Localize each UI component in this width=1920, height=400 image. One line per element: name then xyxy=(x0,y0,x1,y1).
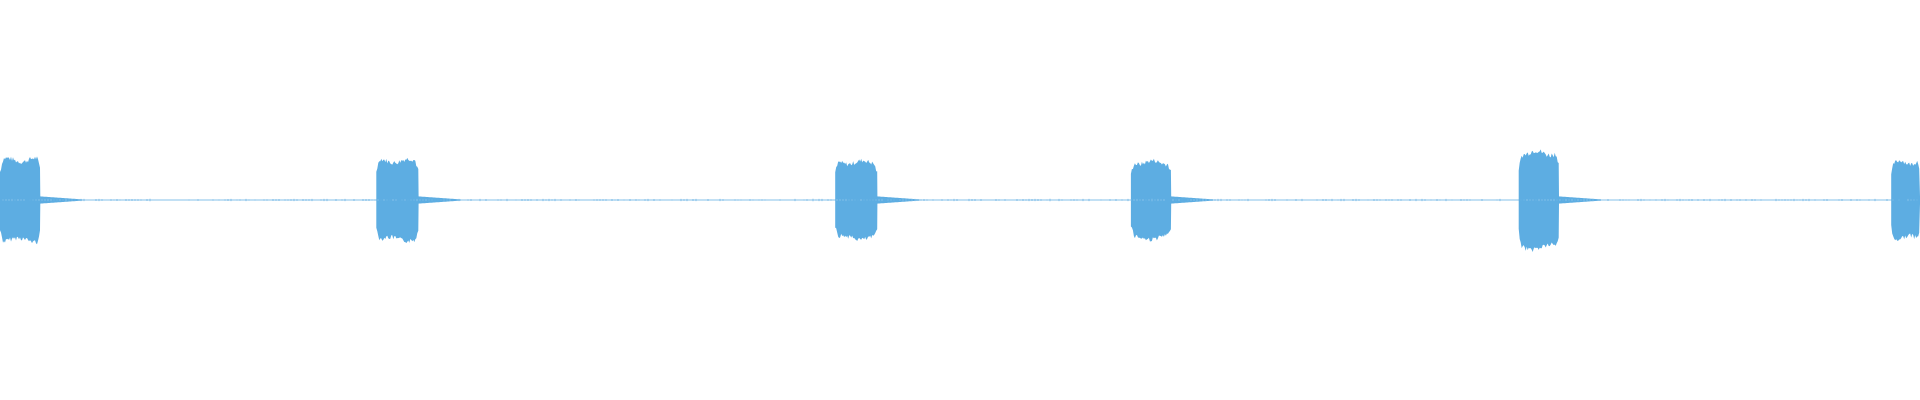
waveform-burst-3 xyxy=(835,158,920,241)
waveform-burst-6 xyxy=(1891,160,1920,241)
waveform-burst-4 xyxy=(1130,158,1214,242)
waveform-noise xyxy=(0,198,1918,202)
waveform-burst-2 xyxy=(376,157,461,244)
waveform-bursts xyxy=(0,149,1920,252)
waveform-burst-1 xyxy=(0,156,83,245)
